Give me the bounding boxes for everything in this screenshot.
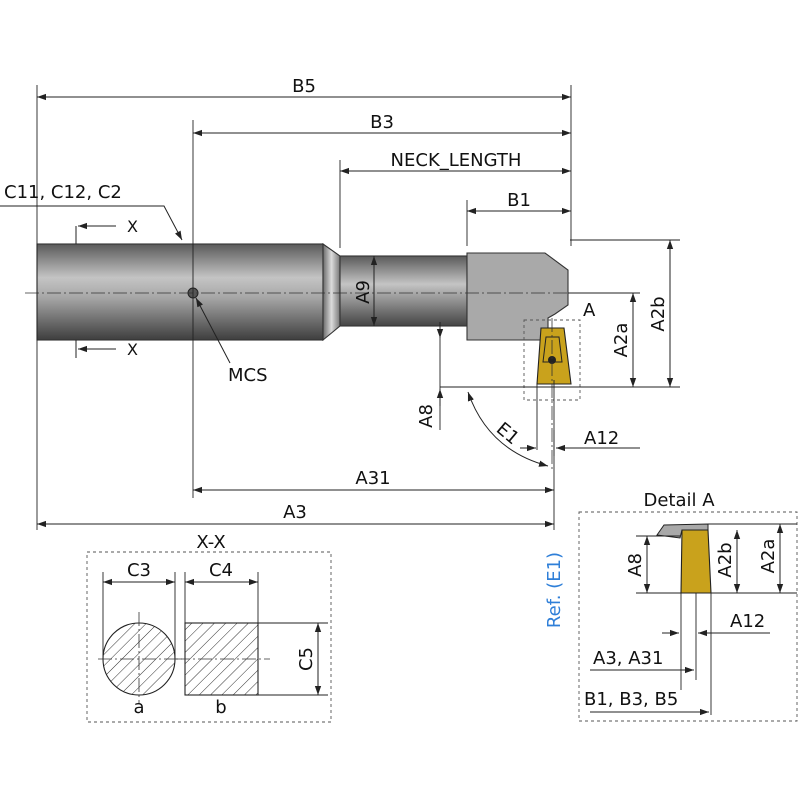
svg-text:A3: A3 — [283, 502, 307, 523]
svg-text:A3, A31: A3, A31 — [593, 648, 663, 669]
dim-e1: E1 — [467, 391, 549, 467]
svg-text:Detail A: Detail A — [643, 490, 715, 511]
svg-text:b: b — [215, 697, 226, 718]
svg-text:a: a — [133, 697, 144, 718]
svg-text:C11, C12, C2: C11, C12, C2 — [4, 182, 122, 203]
svg-text:A2a: A2a — [758, 539, 779, 574]
dim-a9: A9 — [353, 256, 378, 326]
detail-a-view: Detail A A8 A2b A2a A12 A3, A31 B1, B3, … — [578, 490, 798, 722]
dim-a3: A3 — [37, 502, 554, 528]
svg-text:A31: A31 — [355, 468, 390, 489]
neck — [339, 255, 468, 327]
dim-b3: B3 — [193, 112, 571, 137]
svg-text:A12: A12 — [730, 611, 765, 632]
dim-a8: A8 — [416, 322, 444, 428]
section-arrow-top: X — [75, 217, 138, 244]
dim-b1: B1 — [467, 190, 571, 215]
dim-a31: A31 — [193, 468, 554, 494]
label-a: A — [583, 300, 596, 321]
svg-text:B5: B5 — [292, 76, 316, 97]
svg-text:A9: A9 — [353, 280, 374, 304]
detail-insert — [680, 529, 712, 594]
svg-text:A2a: A2a — [611, 323, 632, 358]
svg-text:B1, B3, B5: B1, B3, B5 — [584, 689, 678, 710]
leader-c11-c12-c2: C11, C12, C2 — [0, 182, 183, 241]
ref-e1-label: Ref. (E1) — [544, 552, 565, 628]
svg-text:A2b: A2b — [648, 296, 669, 331]
svg-text:MCS: MCS — [228, 365, 268, 386]
svg-text:B1: B1 — [507, 190, 531, 211]
tool-head — [466, 252, 569, 341]
shank — [36, 243, 324, 341]
cutting-insert — [536, 327, 572, 385]
svg-text:X: X — [127, 340, 138, 359]
svg-text:X: X — [127, 217, 138, 236]
tool-body — [36, 242, 572, 385]
dim-a2a: A2a — [611, 293, 637, 387]
svg-text:NECK_LENGTH: NECK_LENGTH — [391, 150, 522, 171]
svg-text:A2b: A2b — [715, 542, 736, 577]
insert-pocket — [542, 336, 563, 363]
dim-a12: A12 — [520, 428, 640, 456]
svg-text:X-X: X-X — [196, 532, 225, 553]
leader-mcs: MCS — [195, 297, 268, 386]
svg-text:B3: B3 — [370, 112, 394, 133]
section-x-x: X-X a b C3 C4 C5 — [86, 532, 332, 723]
svg-text:C3: C3 — [127, 560, 151, 581]
svg-text:C4: C4 — [209, 560, 233, 581]
detail-a-marker — [523, 319, 581, 401]
dim-neck-length: NECK_LENGTH — [340, 150, 571, 175]
insert-screw — [548, 356, 556, 364]
dim-b5: B5 — [37, 76, 571, 101]
svg-text:C5: C5 — [296, 647, 317, 671]
svg-text:A8: A8 — [416, 404, 437, 428]
svg-text:A12: A12 — [584, 428, 619, 449]
svg-text:A8: A8 — [625, 553, 646, 577]
dim-a2b: A2b — [648, 240, 674, 387]
svg-text:E1: E1 — [492, 418, 523, 449]
section-arrow-bottom: X — [75, 340, 138, 359]
shank-taper — [322, 242, 341, 342]
